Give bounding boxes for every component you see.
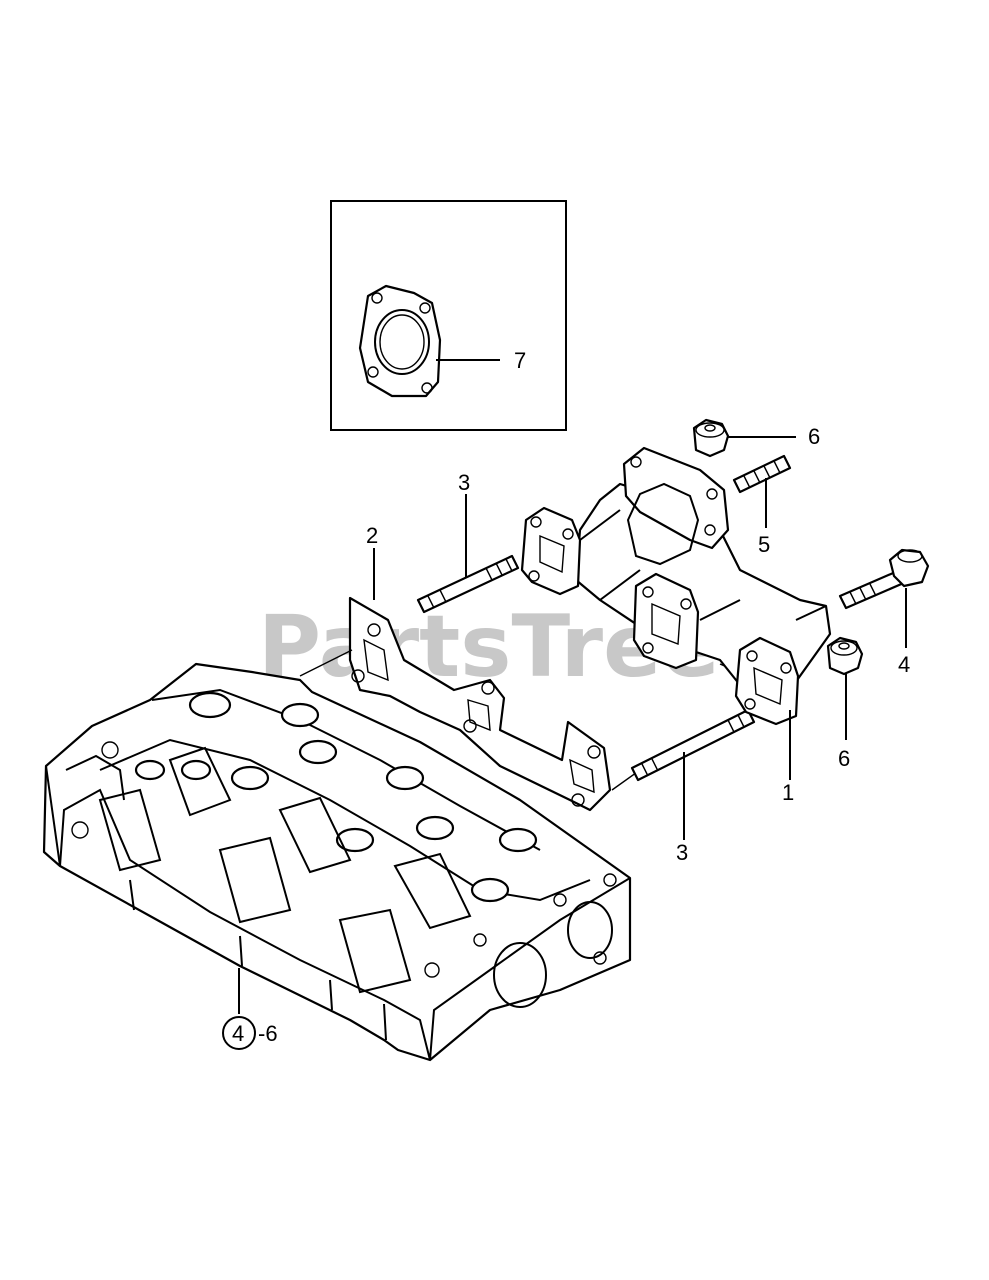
reference-4-6[interactable]: 4 -6 [222, 1016, 278, 1050]
callout-5[interactable]: 5 [758, 532, 770, 557]
callout-4[interactable]: 4 [898, 652, 910, 677]
stud-part[interactable] [732, 454, 792, 494]
callout-6-lower[interactable]: 6 [838, 746, 850, 771]
manifold-gasket-part[interactable] [348, 596, 612, 812]
callout-1[interactable]: 1 [782, 780, 794, 805]
callout-2[interactable]: 2 [366, 523, 378, 548]
stud-bolt-upper[interactable] [416, 554, 520, 614]
valve-bosses [134, 691, 538, 903]
stud-bolt-lower[interactable] [630, 708, 756, 782]
cylinder-head [42, 662, 632, 1062]
flange-nut-lower[interactable] [826, 636, 864, 676]
exhaust-manifold-part[interactable] [520, 446, 832, 726]
ref-circle [222, 1016, 256, 1050]
outlet-gasket-part[interactable] [358, 284, 442, 398]
callout-6-upper[interactable]: 6 [808, 424, 820, 449]
ref-circle-number: 4 [232, 1021, 244, 1046]
guide-line-a [299, 649, 353, 677]
callout-7[interactable]: 7 [514, 348, 526, 373]
flange-bolt-part[interactable] [838, 548, 930, 610]
inset-detail-box: 7 [330, 200, 567, 431]
flange-nut-upper[interactable] [692, 418, 730, 458]
callout-3-upper[interactable]: 3 [458, 470, 470, 495]
callout-3-lower[interactable]: 3 [676, 840, 688, 865]
ref-suffix: -6 [258, 1021, 278, 1046]
